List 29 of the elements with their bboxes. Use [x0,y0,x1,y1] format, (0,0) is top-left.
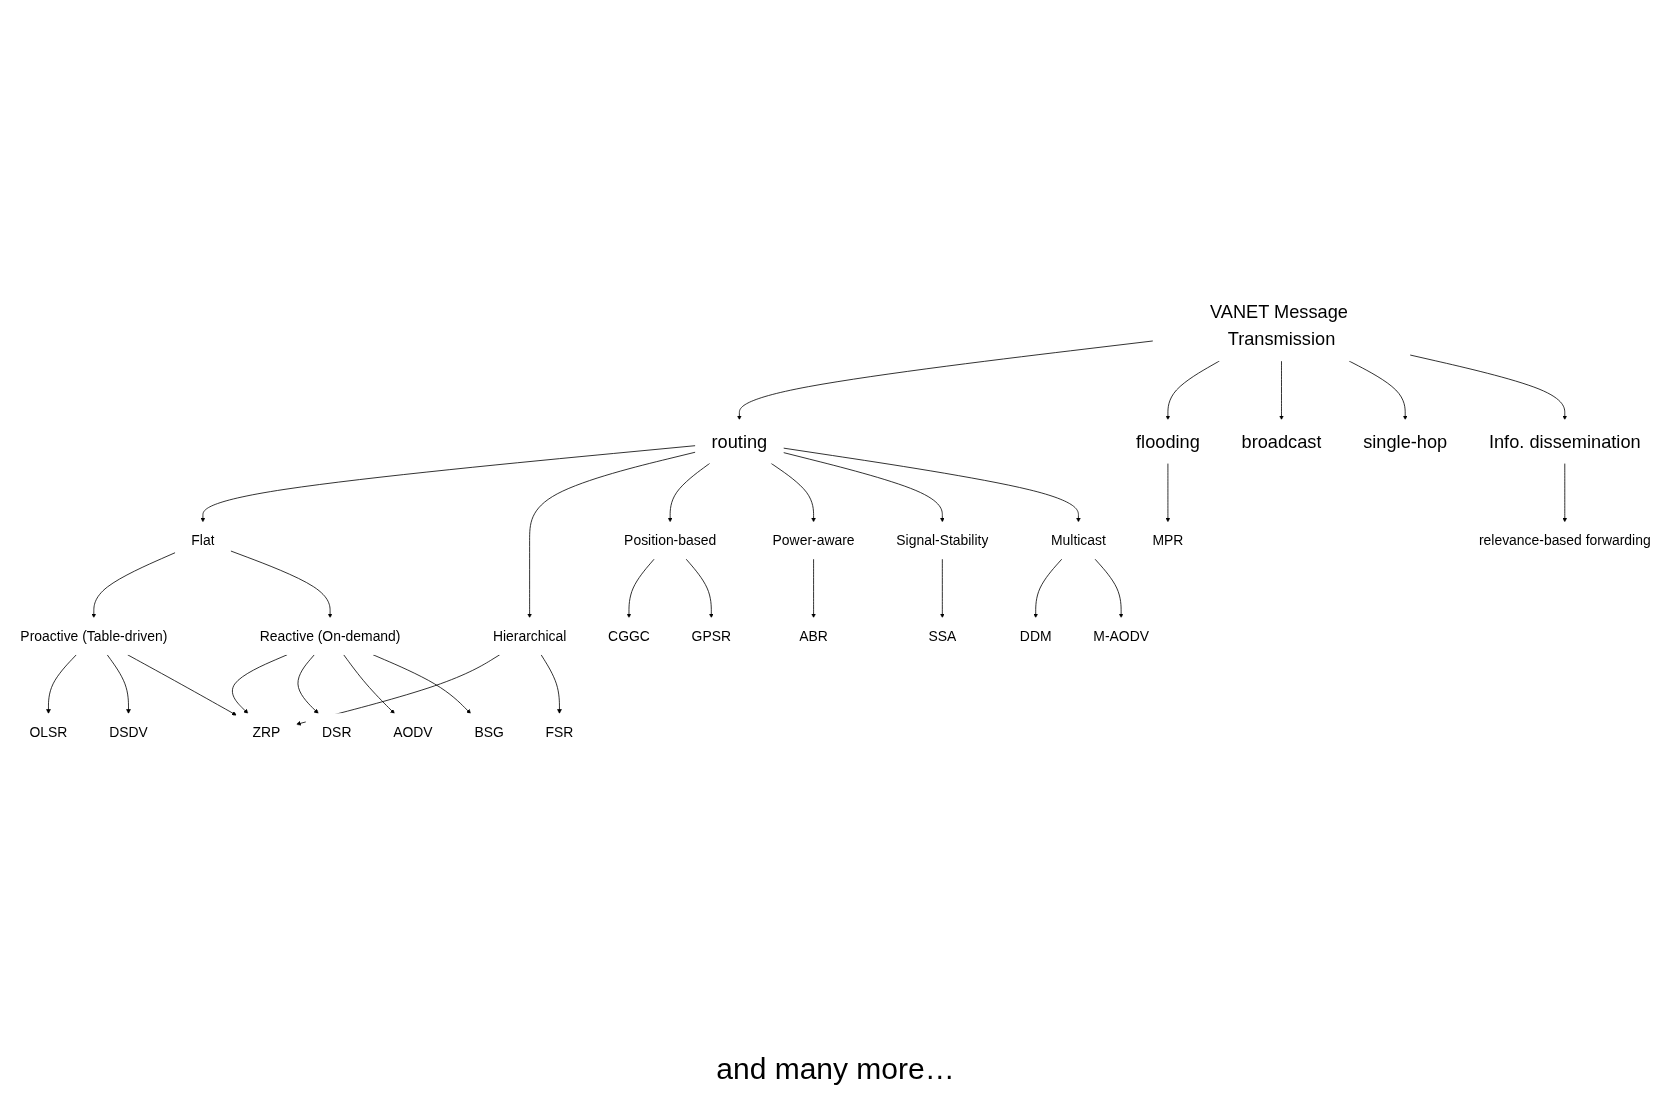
node-text: Signal-Stability [896,531,989,548]
node-text: M-AODV [1093,627,1149,644]
node-text: Power-aware [772,531,855,548]
node-text: AODV [393,723,433,740]
node-text: VANET Message Transmission [1210,301,1348,349]
node-text: Multicast [1050,531,1106,548]
node-text: Flat [191,531,215,548]
node-text: Position-based [624,531,717,548]
node-text: GPSR [691,627,732,644]
node-text: BSG [474,723,504,740]
node-text: routing [711,430,768,451]
node-text: DSDV [109,723,148,740]
node-text: ZRP [252,723,281,740]
node-text: OLSR [29,723,68,740]
node-text: DDM [1019,627,1052,644]
node-text: Info. dissemination [1488,430,1641,451]
node-text: Hierarchical [492,627,567,644]
node-text: Reactive (On-demand) [259,627,401,644]
node-text: SSA [928,627,957,644]
node-text: relevance-based forwarding [1478,531,1651,548]
node-text: CGGC [608,627,650,644]
node-text: single-hop [1363,430,1448,451]
node-text: Proactive (Table-driven) [20,627,168,644]
node-text: flooding [1136,430,1200,451]
node-text: FSR [545,723,574,740]
note-text: and many more… [715,1052,956,1086]
node-text: MPR [1152,531,1184,548]
node-text: ABR [799,627,828,644]
node-text: broadcast [1241,430,1322,451]
